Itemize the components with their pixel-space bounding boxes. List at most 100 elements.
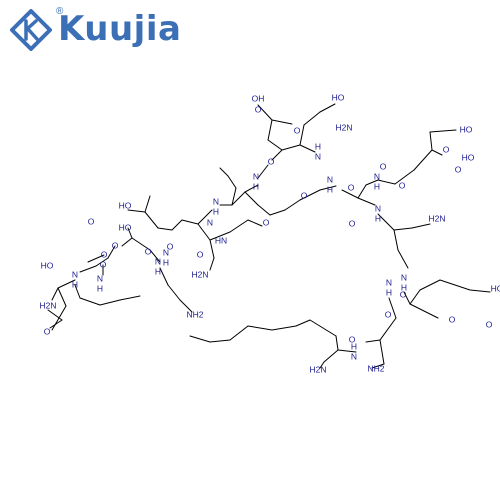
- atom-label: O: [399, 180, 406, 190]
- atom-label: H: [213, 206, 219, 216]
- atom-label: O: [349, 218, 356, 228]
- atom-label: O: [294, 125, 301, 135]
- bond-12: [231, 191, 246, 206]
- atom-label: H2N: [39, 300, 56, 310]
- bond-22: [121, 237, 133, 247]
- bond-24: [95, 257, 109, 267]
- atom-label: HO: [460, 124, 473, 134]
- kuujia-logo-icon: [10, 9, 52, 51]
- bond-1: [271, 119, 293, 125]
- bond-50: [319, 185, 337, 191]
- atom-label: H: [72, 279, 78, 289]
- bond-77: [337, 349, 357, 353]
- bond-62: [393, 227, 413, 231]
- bond-34: [167, 284, 181, 301]
- atom-label: H: [351, 341, 357, 351]
- bond-9: [271, 149, 283, 161]
- bond-90: [79, 297, 101, 306]
- atom-label: H2N: [428, 213, 445, 223]
- atom-label: O: [455, 164, 462, 174]
- bond-67: [409, 303, 439, 319]
- bond-81: [309, 319, 337, 337]
- bond-39: [209, 231, 231, 241]
- atom-label: HO: [119, 222, 132, 232]
- atom-label: O: [268, 156, 275, 166]
- atom-label: O: [385, 309, 392, 319]
- bond-43: [227, 175, 237, 189]
- bond-40: [229, 219, 249, 233]
- bond-7: [303, 111, 321, 126]
- bond-55: [377, 179, 396, 185]
- bond-52: [357, 197, 376, 206]
- bond-23: [107, 245, 116, 259]
- atom-label: O: [348, 182, 355, 192]
- atom-label: O: [44, 326, 51, 336]
- atom-label: N: [386, 277, 392, 287]
- bond-64: [393, 229, 399, 251]
- bond-89: [74, 284, 81, 299]
- bond-69: [419, 279, 441, 291]
- bond-47: [269, 209, 286, 216]
- atom-label: N: [327, 174, 333, 184]
- bond-82: [295, 319, 311, 327]
- atom-label: O: [101, 249, 108, 259]
- bond-37: [209, 239, 215, 259]
- atom-label: H: [375, 213, 381, 223]
- atom-label: O: [100, 259, 107, 269]
- bond-61: [377, 213, 395, 231]
- registered-mark: ®: [56, 6, 64, 17]
- bond-85: [229, 325, 249, 341]
- atom-label: O: [486, 319, 493, 329]
- bond-73: [379, 317, 397, 341]
- bond-80: [335, 335, 339, 351]
- bond-78: [323, 349, 339, 363]
- bond-45: [244, 191, 259, 206]
- bond-42: [231, 187, 237, 206]
- atom-label: H: [374, 181, 380, 191]
- bond-58: [431, 149, 443, 156]
- bond-28: [57, 287, 67, 307]
- bond-91: [99, 299, 121, 306]
- atom-label: O: [112, 240, 119, 250]
- bond-65: [397, 249, 409, 269]
- atom-label: N: [375, 203, 381, 213]
- atom-label: HO: [119, 200, 132, 210]
- bond-8: [319, 103, 336, 113]
- bond-lines: [47, 103, 491, 369]
- bond-59: [429, 131, 433, 151]
- bond-93: [47, 309, 63, 321]
- atom-label: H: [327, 184, 333, 194]
- atom-label: O: [443, 144, 450, 154]
- atom-label: O: [167, 241, 174, 251]
- bond-53: [357, 184, 367, 199]
- bond-83: [271, 325, 297, 331]
- bond-2: [267, 119, 273, 141]
- brand-logo: ® Kuujia: [10, 6, 181, 52]
- atom-label: N: [374, 171, 380, 181]
- bond-15: [181, 219, 199, 225]
- atom-label: N: [72, 269, 78, 279]
- bond-21: [127, 227, 133, 239]
- bond-75: [379, 339, 385, 365]
- bond-16: [171, 219, 183, 231]
- atom-label: O: [145, 246, 152, 256]
- bond-20: [144, 195, 151, 213]
- atom-label: O: [301, 190, 308, 200]
- bond-60: [429, 129, 457, 133]
- bond-94: [49, 319, 63, 329]
- bond-84: [247, 325, 273, 331]
- atom-label: H: [253, 181, 259, 191]
- bond-11: [244, 184, 259, 193]
- atom-label: H: [155, 266, 161, 276]
- atom-label: N: [253, 171, 259, 181]
- atom-label: O: [255, 104, 262, 114]
- atom-label: H: [97, 283, 103, 293]
- bond-70: [439, 279, 471, 291]
- atom-label: O: [197, 249, 204, 259]
- bond-6: [299, 124, 305, 146]
- bond-46: [257, 204, 271, 216]
- bond-3: [267, 139, 283, 151]
- bond-54: [365, 179, 379, 186]
- bond-36: [197, 223, 211, 241]
- bond-18: [144, 211, 159, 229]
